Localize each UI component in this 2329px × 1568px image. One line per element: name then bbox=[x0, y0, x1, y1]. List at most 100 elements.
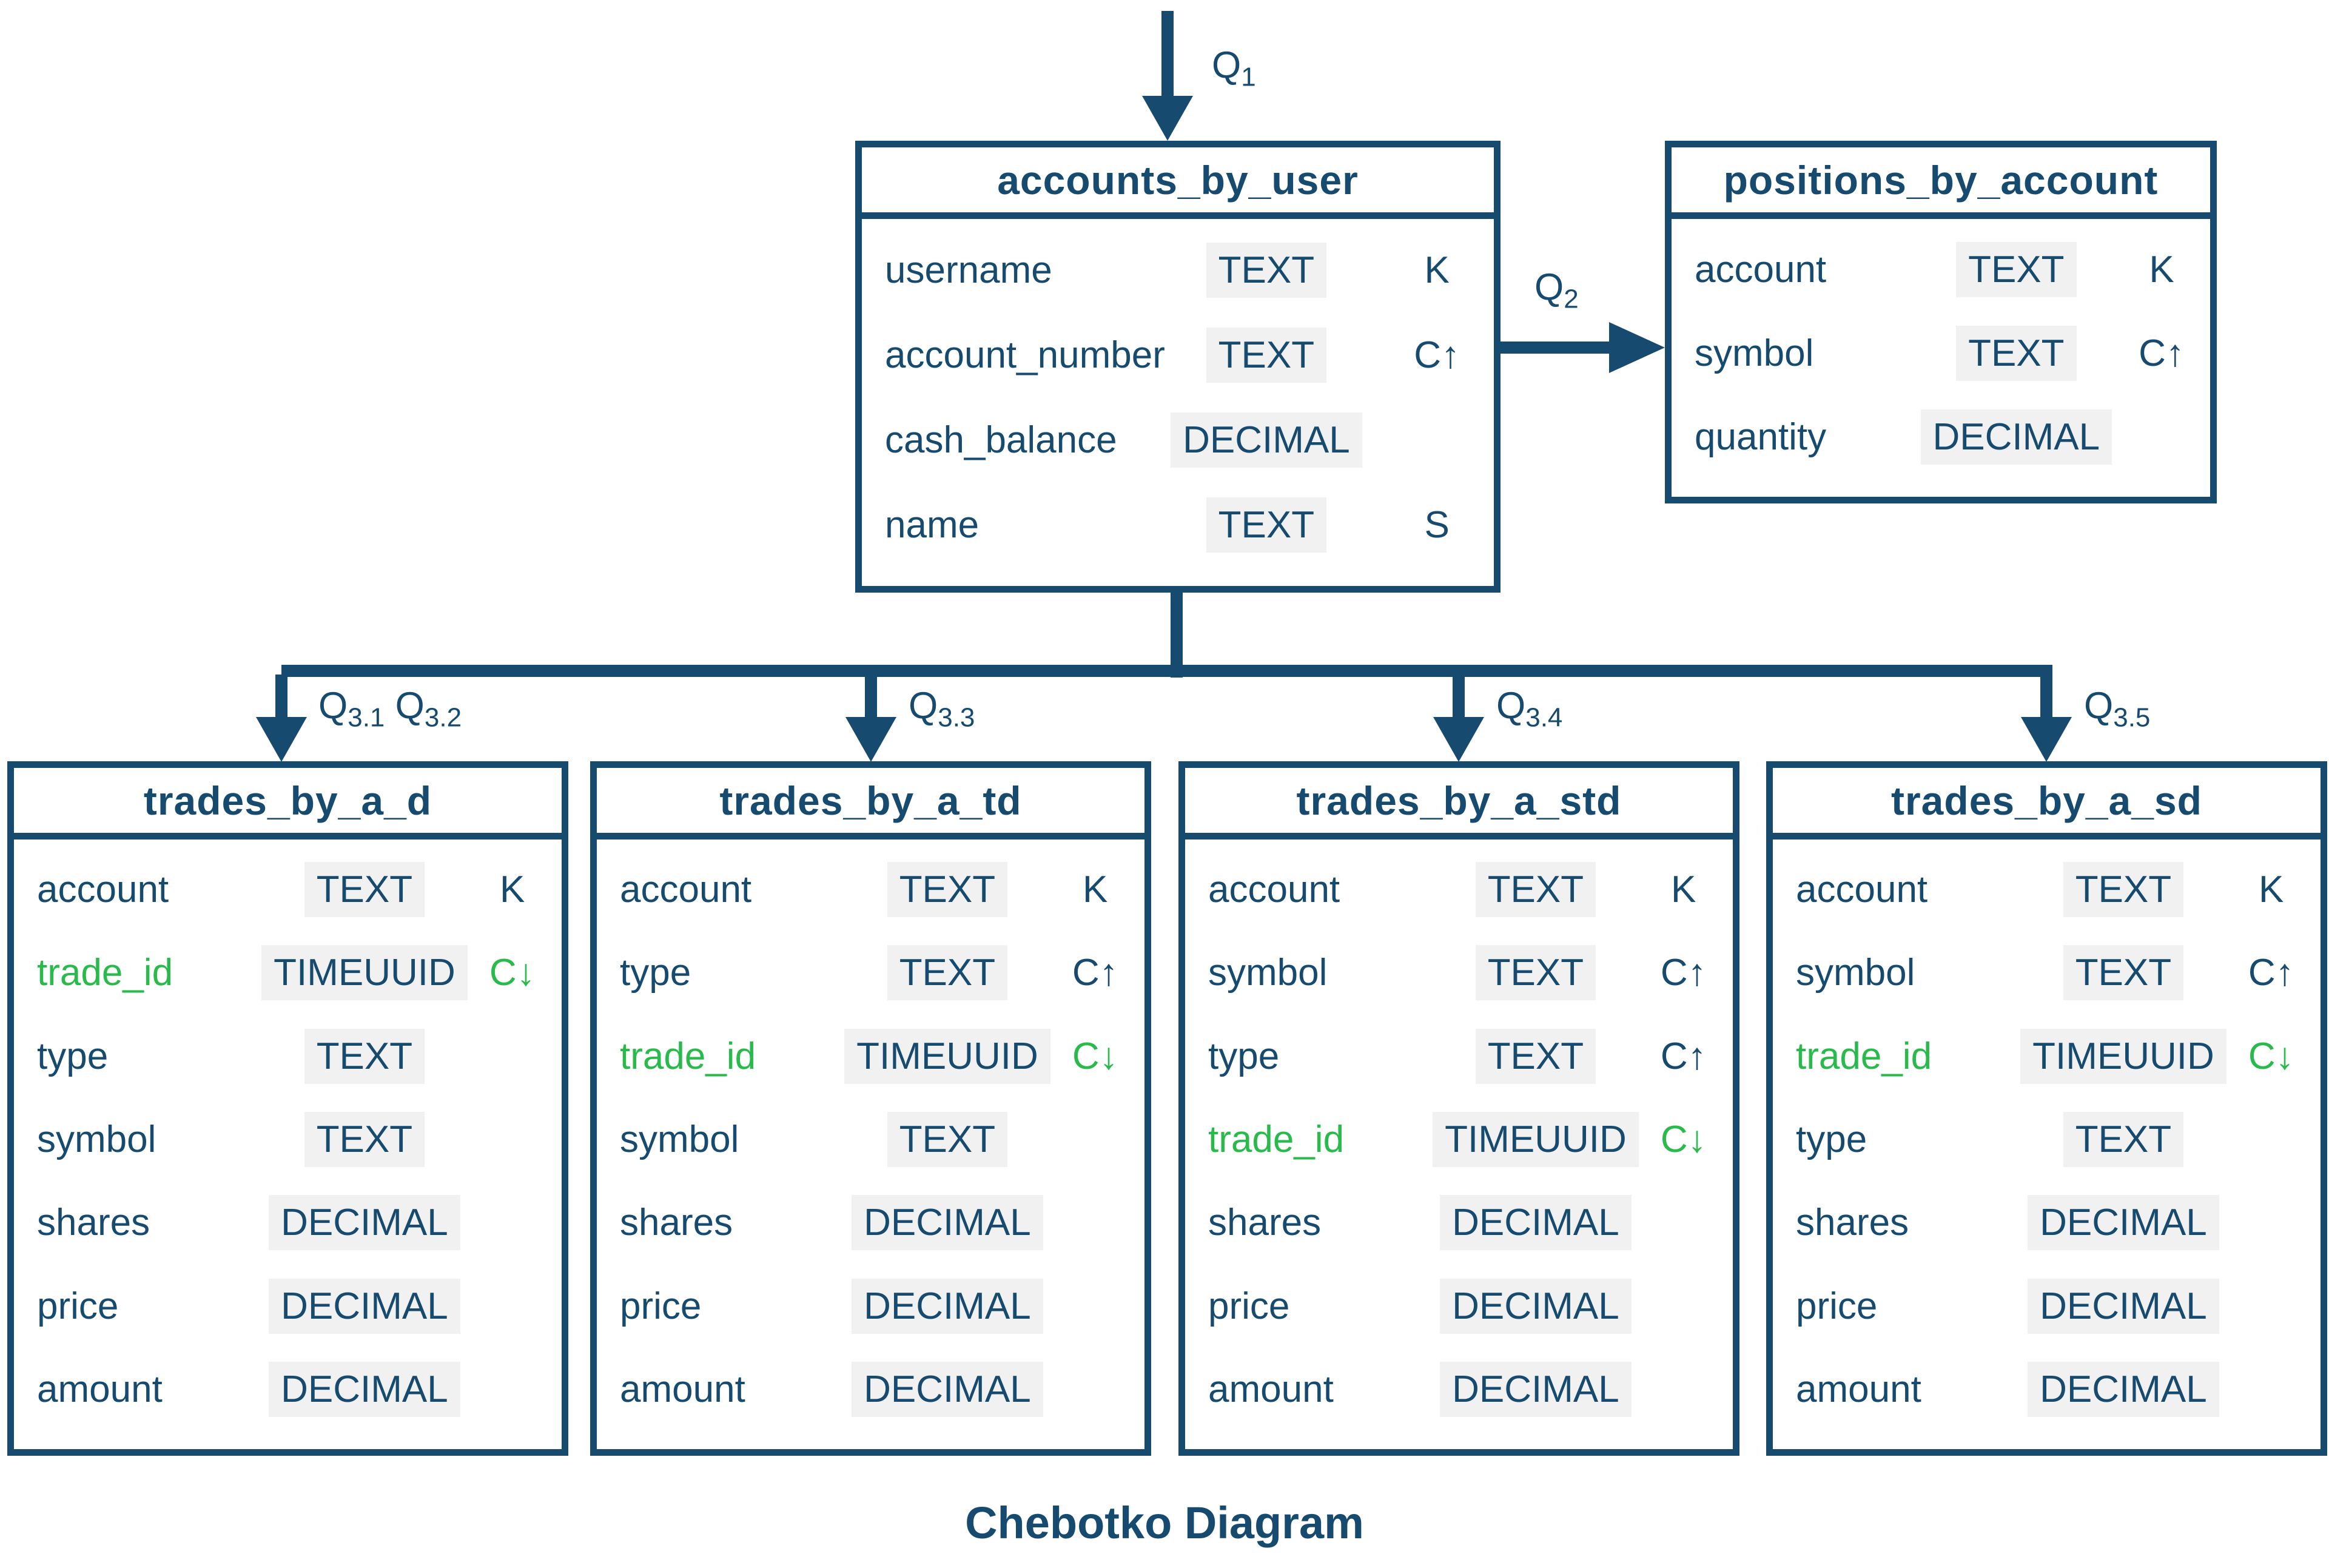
type-chip: TEXT bbox=[887, 945, 1008, 1001]
field-type: TEXT bbox=[849, 862, 1046, 918]
field-type: TEXT bbox=[1152, 497, 1380, 553]
field-row: trade_id TIMEUUID C↓ bbox=[1773, 1028, 2321, 1084]
q33-sub: 3.3 bbox=[938, 702, 975, 733]
field-row: price DECIMAL bbox=[1185, 1278, 1733, 1334]
field-row: amount DECIMAL bbox=[597, 1361, 1144, 1417]
field-name: price bbox=[620, 1285, 702, 1327]
field-type: DECIMAL bbox=[849, 1278, 1046, 1334]
type-chip: TEXT bbox=[887, 1111, 1008, 1167]
field-name: type bbox=[37, 1035, 109, 1077]
field-name: quantity bbox=[1695, 416, 1827, 458]
field-name: type bbox=[620, 952, 691, 994]
table-trades-by-a-td: trades_by_a_td account TEXT K type TEXT … bbox=[590, 761, 1151, 1456]
field-type: TEXT bbox=[849, 945, 1046, 1001]
field-name: shares bbox=[620, 1202, 733, 1244]
field-name: price bbox=[37, 1285, 119, 1327]
field-type: TEXT bbox=[1437, 945, 1634, 1001]
q2-arrow-stem bbox=[1501, 342, 1611, 354]
q33-main: Q bbox=[909, 685, 938, 727]
q35-arrowhead-icon bbox=[2021, 717, 2072, 762]
field-row: account TEXT K bbox=[597, 862, 1144, 918]
q1-sub: 1 bbox=[1241, 62, 1256, 92]
field-row: trade_id TIMEUUID C↓ bbox=[1185, 1111, 1733, 1167]
field-name: account bbox=[620, 869, 752, 911]
field-row: account TEXT K bbox=[14, 862, 562, 918]
field-row: type TEXT C↑ bbox=[597, 945, 1144, 1001]
q34-arrow-stem bbox=[1453, 675, 1465, 719]
field-name: type bbox=[1208, 1035, 1280, 1077]
field-name: shares bbox=[1796, 1202, 1909, 1244]
q31-sub: 3.1 bbox=[348, 702, 385, 733]
field-row: shares DECIMAL bbox=[1185, 1195, 1733, 1251]
type-chip: DECIMAL bbox=[1440, 1361, 1632, 1417]
table-title: trades_by_a_d bbox=[14, 768, 562, 840]
field-row: price DECIMAL bbox=[597, 1278, 1144, 1334]
field-name: account bbox=[1695, 248, 1827, 291]
field-key: K bbox=[2149, 248, 2174, 291]
field-row: trade_id TIMEUUID C↓ bbox=[597, 1028, 1144, 1084]
q31-arrowhead-icon bbox=[256, 717, 307, 762]
field-row: price DECIMAL bbox=[14, 1278, 562, 1334]
type-chip: TIMEUUID bbox=[2020, 1028, 2226, 1084]
field-row: type TEXT bbox=[1773, 1111, 2321, 1167]
field-list: account TEXT K trade_id TIMEUUID C↓ type… bbox=[14, 840, 562, 1449]
type-chip: DECIMAL bbox=[269, 1361, 460, 1417]
field-row: type TEXT bbox=[14, 1028, 562, 1084]
field-name: amount bbox=[1208, 1368, 1334, 1410]
field-type: TIMEUUID bbox=[1433, 1111, 1639, 1167]
field-key: K bbox=[1424, 249, 1450, 291]
field-row: symbol TEXT bbox=[597, 1111, 1144, 1167]
field-name: amount bbox=[1796, 1368, 1921, 1410]
table-trades-by-a-std: trades_by_a_std account TEXT K symbol TE… bbox=[1178, 761, 1739, 1456]
type-chip: DECIMAL bbox=[852, 1278, 1043, 1334]
type-chip: DECIMAL bbox=[2028, 1278, 2219, 1334]
type-chip: TEXT bbox=[304, 1028, 425, 1084]
field-row: account TEXT K bbox=[1185, 862, 1733, 918]
field-type: TIMEUUID bbox=[261, 945, 468, 1001]
field-row: amount DECIMAL bbox=[1773, 1361, 2321, 1417]
field-key: C↑ bbox=[1660, 952, 1707, 994]
table-title: trades_by_a_sd bbox=[1773, 768, 2321, 840]
field-name: shares bbox=[1208, 1202, 1322, 1244]
field-list: account TEXT K type TEXT C↑ trade_id TIM… bbox=[597, 840, 1144, 1449]
field-type: TEXT bbox=[266, 862, 463, 918]
field-row: shares DECIMAL bbox=[14, 1195, 562, 1251]
field-name: symbol bbox=[1695, 332, 1814, 374]
field-name: name bbox=[885, 504, 980, 547]
q32-main: Q bbox=[395, 685, 425, 727]
field-key: K bbox=[2259, 869, 2284, 911]
type-chip: TEXT bbox=[1475, 945, 1596, 1001]
field-row: symbol TEXT bbox=[14, 1111, 562, 1167]
table-title: trades_by_a_td bbox=[597, 768, 1144, 840]
field-row: shares DECIMAL bbox=[597, 1195, 1144, 1251]
field-name: symbol bbox=[1208, 952, 1328, 994]
type-chip: DECIMAL bbox=[1440, 1195, 1632, 1251]
field-name: trade_id bbox=[37, 952, 173, 994]
field-row: cash_balance DECIMAL bbox=[862, 412, 1494, 468]
type-chip: TEXT bbox=[887, 862, 1008, 918]
field-type: DECIMAL bbox=[2025, 1195, 2222, 1251]
field-row: symbol TEXT C↑ bbox=[1672, 325, 2210, 381]
field-name: account bbox=[1208, 869, 1340, 911]
field-type: TEXT bbox=[1152, 242, 1380, 298]
field-type: DECIMAL bbox=[266, 1361, 463, 1417]
field-key: K bbox=[500, 869, 525, 911]
field-key: C↑ bbox=[1072, 952, 1118, 994]
field-type: DECIMAL bbox=[1437, 1361, 1634, 1417]
field-row: price DECIMAL bbox=[1773, 1278, 2321, 1334]
field-type: TEXT bbox=[849, 1111, 1046, 1167]
field-type: TIMEUUID bbox=[2020, 1028, 2226, 1084]
type-chip: TEXT bbox=[1475, 1028, 1596, 1084]
field-key: K bbox=[1083, 869, 1108, 911]
field-type: DECIMAL bbox=[1437, 1195, 1634, 1251]
field-type: TEXT bbox=[1919, 325, 2113, 381]
field-row: username TEXT K bbox=[862, 242, 1494, 298]
type-chip: DECIMAL bbox=[269, 1195, 460, 1251]
q2-main: Q bbox=[1534, 266, 1564, 308]
field-key: C↑ bbox=[2139, 332, 2185, 374]
type-chip: TIMEUUID bbox=[261, 945, 468, 1001]
field-type: DECIMAL bbox=[266, 1195, 463, 1251]
type-chip: DECIMAL bbox=[1440, 1278, 1632, 1334]
field-key: S bbox=[1424, 504, 1450, 547]
